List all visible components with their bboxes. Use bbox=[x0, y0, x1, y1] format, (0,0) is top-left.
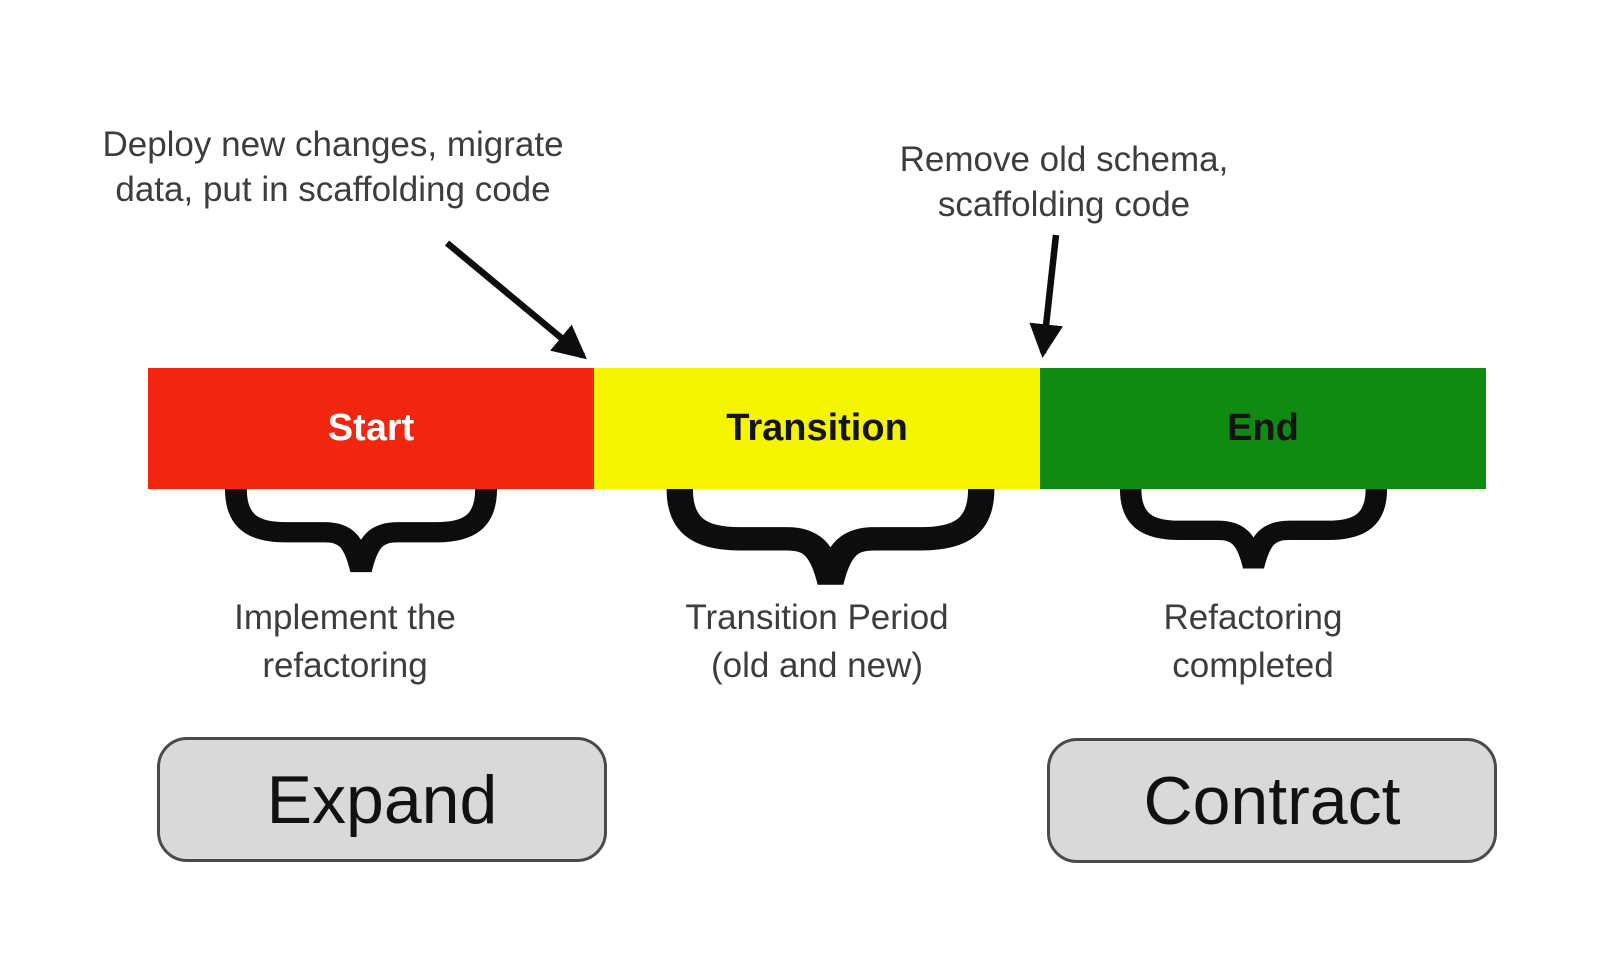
remove-annotation-line2: scaffolding code bbox=[937, 185, 1191, 224]
start-caption: Implement the refactoring bbox=[135, 594, 555, 690]
start-caption-line2: refactoring bbox=[262, 646, 428, 685]
brace-under-end-icon bbox=[1117, 489, 1390, 577]
expand-phase-box: Expand bbox=[157, 737, 607, 862]
timeline-bar: Start Transition End bbox=[148, 368, 1486, 489]
deploy-annotation-line2: data, put in scaffolding code bbox=[115, 170, 551, 209]
end-caption-line2: completed bbox=[1172, 646, 1334, 685]
segment-start-label: Start bbox=[327, 407, 415, 449]
brace-under-start-icon bbox=[222, 489, 500, 581]
timeline-segment-end: End bbox=[1040, 368, 1486, 489]
end-caption: Refactoring completed bbox=[1043, 594, 1463, 690]
segment-transition-label: Transition bbox=[726, 407, 908, 449]
timeline-segment-transition: Transition bbox=[594, 368, 1040, 489]
end-caption-line1: Refactoring bbox=[1163, 598, 1343, 637]
contract-phase-label: Contract bbox=[1143, 762, 1401, 839]
start-caption-line1: Implement the bbox=[234, 598, 456, 637]
brace-under-transition-icon bbox=[663, 489, 998, 595]
contract-phase-box: Contract bbox=[1047, 738, 1497, 863]
remove-annotation-line1: Remove old schema, bbox=[899, 140, 1229, 179]
remove-annotation: Remove old schema, scaffolding code bbox=[794, 137, 1334, 227]
timeline-segment-start: Start bbox=[148, 368, 594, 489]
deploy-annotation: Deploy new changes, migrate data, put in… bbox=[63, 122, 603, 212]
transition-caption: Transition Period (old and new) bbox=[607, 594, 1027, 690]
segment-end-label: End bbox=[1227, 407, 1299, 449]
deploy-arrow-icon bbox=[444, 240, 587, 360]
remove-arrow-icon bbox=[1029, 234, 1063, 359]
expand-phase-label: Expand bbox=[266, 761, 498, 838]
transition-caption-line2: (old and new) bbox=[710, 646, 924, 685]
deploy-annotation-line1: Deploy new changes, migrate bbox=[102, 125, 564, 164]
transition-caption-line1: Transition Period bbox=[685, 598, 949, 637]
